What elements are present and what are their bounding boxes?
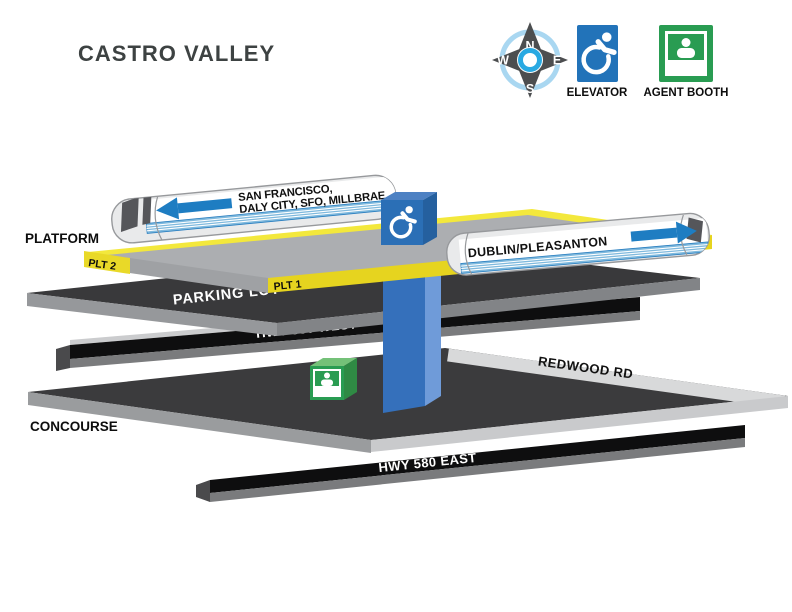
stripe-line	[460, 243, 709, 267]
column-side	[425, 242, 441, 406]
booth-cube-top	[310, 358, 357, 366]
elevator-label: ELEVATOR	[567, 87, 628, 99]
concourse-label: CONCOURSE	[30, 419, 118, 434]
hwy-west-side	[70, 311, 640, 368]
train-cab-line	[464, 232, 473, 275]
compass-point-west	[492, 46, 527, 74]
elevator-cube-side	[423, 192, 437, 245]
elevator-cube	[381, 192, 437, 245]
concourse-side-left	[28, 392, 371, 453]
stripe-line	[146, 201, 397, 227]
stripe-line	[146, 206, 397, 232]
compass-s: S	[526, 82, 534, 96]
parking-side-right	[277, 278, 700, 336]
platform-label: PLATFORM	[25, 231, 99, 246]
compass-point-east	[533, 46, 568, 74]
elevator-column	[383, 242, 441, 413]
hwy-east-end-cap	[196, 480, 210, 502]
plt2-label: PLT 2	[88, 257, 117, 273]
concourse-side-right	[371, 396, 788, 452]
parking-side-left	[27, 293, 277, 336]
train-westbound: SAN FRANCISCO, DALY CITY, SFO, MILLBRAE	[111, 174, 398, 244]
hwy-west-surface	[70, 297, 640, 359]
agent-booth-cube	[310, 358, 357, 400]
train-cab-line	[154, 196, 163, 241]
west-arrow-icon	[156, 197, 233, 220]
east-arrow-icon	[630, 221, 697, 244]
compass-w: W	[497, 54, 509, 68]
train-dest-band	[458, 218, 708, 264]
train-window	[142, 193, 152, 225]
hwy-east-surface	[210, 425, 745, 493]
compass-e: E	[553, 54, 561, 68]
agent-booth-label: AGENT BOOTH	[644, 87, 729, 99]
column-front	[383, 250, 425, 413]
elevator-cube-top	[381, 192, 437, 200]
station-title: CASTRO VALLEY	[78, 41, 275, 66]
stripe-line	[146, 203, 397, 230]
stripe-line	[461, 246, 709, 270]
train-window	[120, 197, 139, 232]
stripe-line	[461, 248, 709, 272]
train-dest-band	[144, 176, 397, 224]
legend-agent-booth: AGENT BOOTH	[644, 25, 729, 99]
train-eastbound: DUBLIN/PLEASANTON	[446, 212, 710, 276]
booth-cube-side	[344, 358, 357, 400]
compass-rose: N S W E	[492, 22, 568, 98]
hwy-west-end-cap	[56, 345, 70, 371]
legend-elevator: ELEVATOR	[567, 25, 628, 99]
booth-person-icon	[321, 372, 333, 386]
plt2-band	[84, 251, 130, 274]
compass-n: N	[525, 39, 534, 53]
compass-center-ring	[518, 48, 542, 72]
redwood-rd-band	[447, 348, 785, 409]
booth-person-icon	[677, 38, 695, 58]
platform-side-left	[88, 252, 268, 293]
plt1-label: PLT 1	[273, 278, 302, 293]
hwy-east-side	[210, 438, 745, 502]
